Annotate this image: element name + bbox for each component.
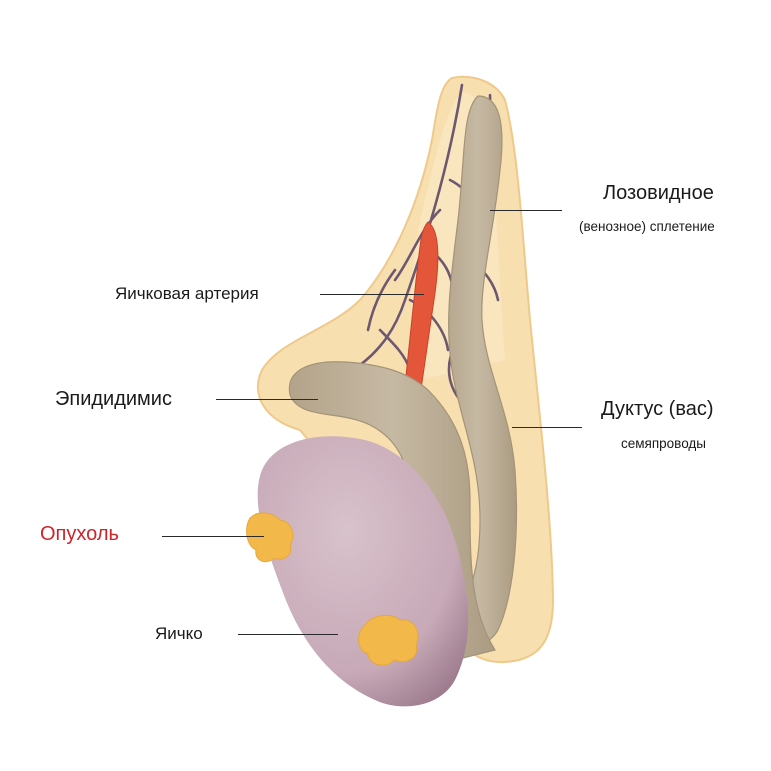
epididymis-label: Эпидидимис: [55, 388, 172, 410]
ductus-label-title: Дуктус (вас): [601, 398, 714, 420]
artery-label: Яичковая артерия: [115, 284, 259, 303]
epididymis-leader: [216, 399, 318, 400]
plexus-leader: [490, 210, 562, 211]
tumor-upper: [246, 512, 294, 563]
ductus-label-subtitle: семяпроводы: [621, 436, 706, 451]
tumor-lower: [358, 614, 419, 666]
testis-leader: [238, 634, 338, 635]
tumor-leader: [162, 536, 264, 537]
tumor-label: Опухоль: [40, 523, 119, 545]
testis-label: Яичко: [155, 624, 203, 643]
plexus-label-subtitle: (венозное) сплетение: [579, 219, 715, 234]
artery-leader: [320, 294, 424, 295]
ductus-leader: [512, 427, 582, 428]
plexus-label-title: Лозовидное: [603, 182, 714, 204]
